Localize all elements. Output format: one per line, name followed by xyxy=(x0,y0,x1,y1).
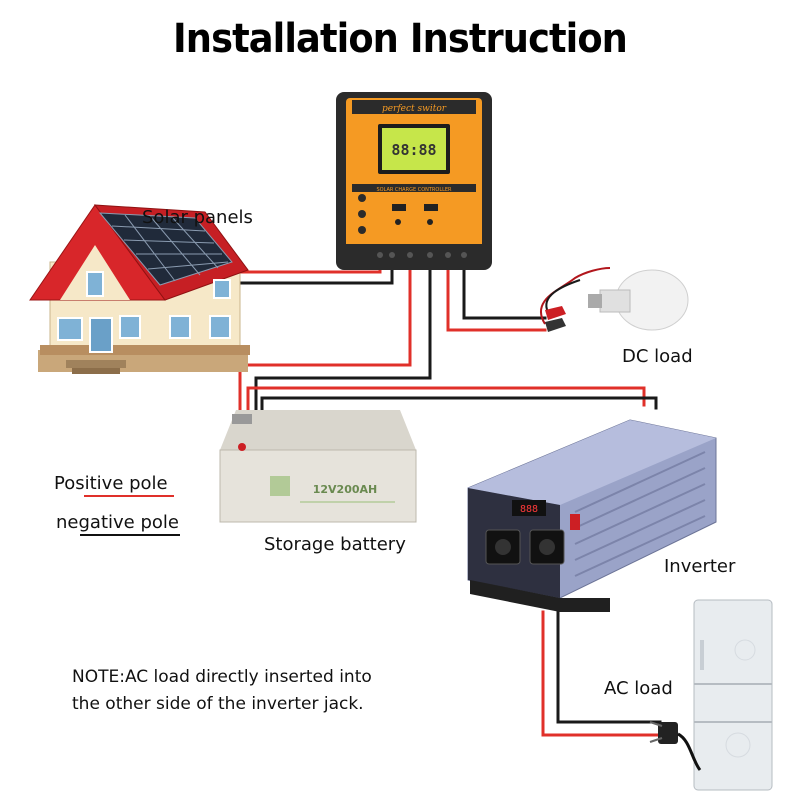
solar-charge-controller: perfect switor 88:88 SOLAR CHARGE CONTRO… xyxy=(336,92,492,270)
ac-load-negative-wire xyxy=(556,610,662,724)
negative-pole-swatch xyxy=(80,534,180,536)
note-line-2: the other side of the inverter jack. xyxy=(72,694,364,714)
storage-battery-illustration: 12V200AH xyxy=(219,410,417,523)
inverter-illustration: 888 xyxy=(467,419,717,612)
dc-load-label: DC load xyxy=(622,346,693,367)
controller-lcd-readout: 88:88 xyxy=(391,141,436,159)
ac-load-positive-wire xyxy=(541,610,662,737)
roof-solar-panels-icon xyxy=(98,212,233,286)
dc-load-bulb-icon xyxy=(540,267,689,332)
controller-brand: perfect switor xyxy=(382,104,447,114)
positive-pole-swatch xyxy=(84,495,174,497)
dc-load-positive-wire xyxy=(446,260,547,332)
dc-load-negative-wire xyxy=(462,260,547,320)
ac-load-label: AC load xyxy=(604,678,673,699)
inverter-negative-wire xyxy=(260,396,658,420)
battery-negative-wire xyxy=(254,260,432,420)
page-title: Installation Instruction xyxy=(173,16,628,62)
negative-pole-label: negative pole xyxy=(56,512,179,533)
ac-load-fridge-icon xyxy=(649,599,773,791)
controller-model-text: SOLAR CHARGE CONTROLLER xyxy=(376,187,452,193)
battery-positive-wire xyxy=(238,260,412,449)
installation-note: NOTE:AC load directly inserted into the … xyxy=(72,664,372,718)
note-line-1: NOTE:AC load directly inserted into xyxy=(72,667,372,687)
storage-battery-label: Storage battery xyxy=(264,534,406,555)
battery-capacity-label: 12V200AH xyxy=(313,483,378,496)
solar-panels-label: Solar panels xyxy=(142,207,253,228)
positive-pole-label: Positive pole xyxy=(54,473,168,494)
wiring xyxy=(233,260,662,737)
svg-text:888: 888 xyxy=(520,504,538,515)
house-illustration xyxy=(29,204,250,374)
inverter-label: Inverter xyxy=(664,556,736,577)
